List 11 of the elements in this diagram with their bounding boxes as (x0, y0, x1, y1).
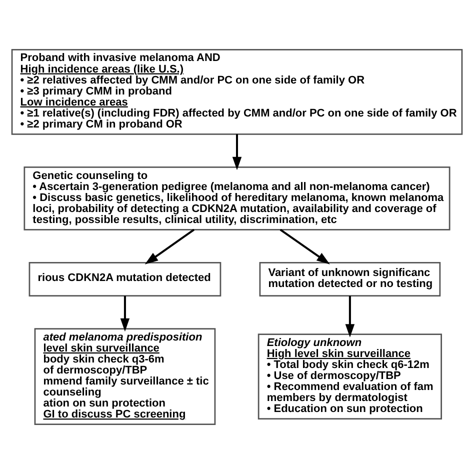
node-box: Proband with invasive melanoma AND High incidence areas (like U.S.) • ≥2 relatives affected by CMM and/or PC on one side of family OR • ≥3 primary CMM in proband Low incidence areas • ≥1 relative(s) (including FDR) affected by CMM and/or PC on one side of family OR • ≥2 primary CM in proband OR (11, 48, 463, 135)
node-box: ated melanoma predisposition level skin surveillance body skin check q3-6m of dermoscopy/TBP mmend family surveillance ± tic counseling ation on sun protection GI to discuss PC screening (34, 328, 216, 426)
arrow (120, 296, 130, 332)
node-box: Variant of unknown significanc mutation detected or no testing (259, 262, 441, 296)
arrow (232, 134, 242, 170)
node-box: Etiology unknown High level skin surveillance • Total body skin check q6-12m • Use of dermoscopy/TBP • Recommend evaluation of fam members by dermatologist • Education on sun protection (258, 334, 442, 420)
arrow (280, 228, 330, 264)
node-box: rious CDKN2A mutation detected (28, 262, 222, 296)
node-box: Genetic counseling to • Ascertain 3-generation pedigree (melanoma and all non-melanoma cancer) • Discuss basic genetics, likelihood of hereditary melanoma, known melanoma loci, probability of detecting a CDKN2A mutation, availability and coverage of testing, possible results, clinical utility, discrimination, etc (24, 166, 450, 230)
arrow (345, 296, 355, 338)
arrow (144, 228, 195, 264)
